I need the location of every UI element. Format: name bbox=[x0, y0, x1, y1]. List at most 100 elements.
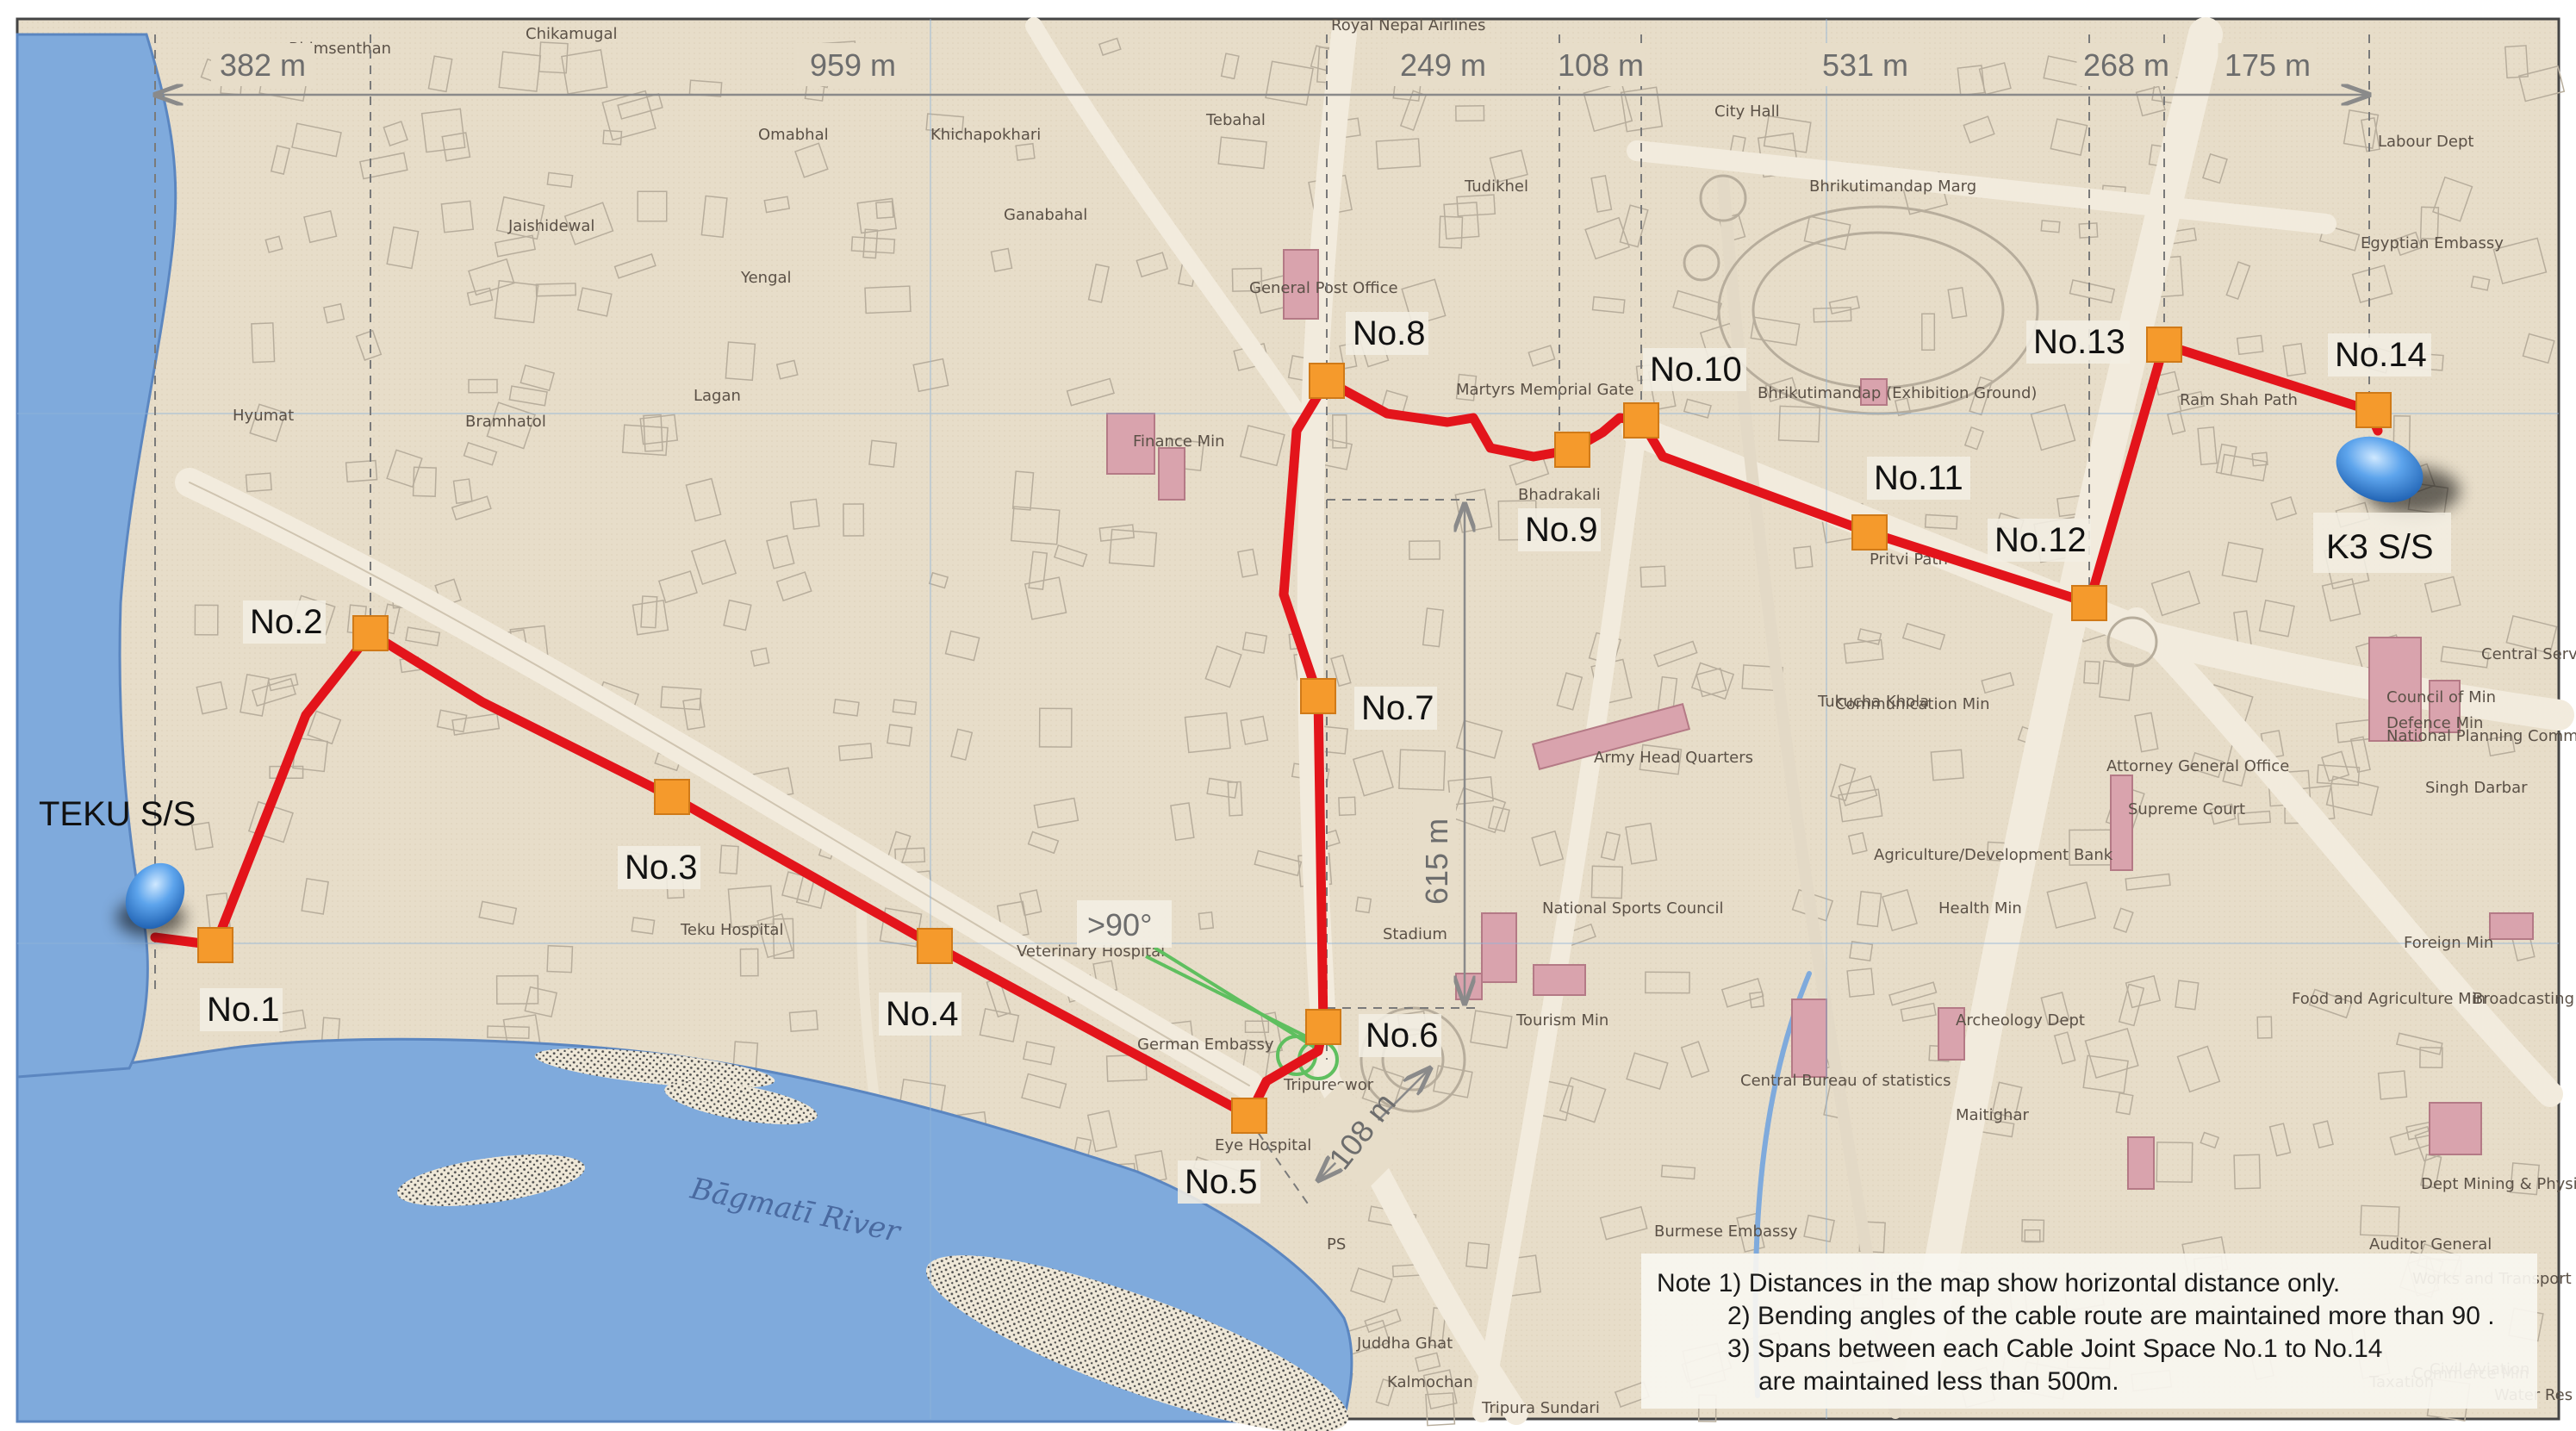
cable-joint-marker bbox=[1305, 1009, 1341, 1045]
city-block bbox=[2419, 1047, 2443, 1069]
distance-label: 531 m bbox=[1822, 47, 1908, 83]
city-block bbox=[2258, 599, 2295, 638]
city-block bbox=[1021, 1073, 1067, 1109]
city-block bbox=[452, 478, 473, 505]
city-block bbox=[196, 681, 228, 715]
city-block bbox=[1619, 204, 1649, 248]
city-block bbox=[1838, 775, 1878, 806]
place-name: Tripura Sundari bbox=[1481, 1399, 1600, 1417]
city-block bbox=[990, 247, 1013, 272]
city-block bbox=[1398, 749, 1447, 791]
city-block bbox=[775, 571, 812, 602]
city-block bbox=[486, 1025, 530, 1040]
city-block bbox=[719, 844, 739, 875]
city-block bbox=[1847, 831, 1868, 855]
cable-joint-label-bg bbox=[1354, 687, 1437, 730]
map-notes: Note 1) Distances in the map show horizo… bbox=[1641, 1254, 2537, 1409]
place-name: Tebahal bbox=[1205, 111, 1266, 129]
cable-joint-marker bbox=[2071, 585, 2107, 621]
grid-lines bbox=[17, 19, 2559, 1419]
city-block bbox=[468, 378, 498, 394]
city-block bbox=[405, 626, 441, 647]
place-name: Burmese Embassy bbox=[1654, 1223, 1798, 1241]
city-block bbox=[1749, 991, 1765, 1009]
place-name: Yengal bbox=[740, 269, 792, 287]
city-block bbox=[2202, 152, 2228, 184]
city-block bbox=[2268, 1123, 2292, 1157]
city-block bbox=[1455, 104, 1485, 122]
cable-joint-label-bg bbox=[618, 846, 700, 889]
city-block bbox=[868, 439, 898, 468]
city-block bbox=[2220, 453, 2268, 482]
city-block bbox=[1509, 453, 1550, 486]
city-block bbox=[763, 196, 791, 214]
distance-label-bg bbox=[1809, 43, 1921, 86]
city-block bbox=[420, 108, 466, 153]
city-block bbox=[685, 477, 722, 522]
city-block bbox=[1438, 215, 1464, 249]
place-name: Stadium bbox=[1383, 925, 1447, 943]
city-block bbox=[2349, 736, 2371, 774]
cable-joint-label: No.9 bbox=[1525, 511, 1598, 549]
city-block bbox=[632, 600, 669, 636]
cable-joint-marker bbox=[1851, 514, 1888, 551]
cable-joint-marker bbox=[197, 927, 233, 963]
cable-joint-label: No.4 bbox=[886, 995, 959, 1033]
city-block bbox=[1591, 296, 1626, 314]
city-block bbox=[725, 341, 756, 382]
city-block bbox=[2282, 342, 2306, 377]
place-name: Dept Mining & Physical Planning bbox=[2421, 1175, 2576, 1193]
city-block bbox=[466, 287, 494, 306]
city-block bbox=[249, 403, 287, 443]
diagonal-dimension: 108 m bbox=[1297, 1068, 1430, 1192]
city-block bbox=[1981, 671, 2015, 694]
city-block bbox=[2115, 1092, 2134, 1116]
city-block bbox=[2504, 45, 2529, 79]
distance-label-bg bbox=[2218, 43, 2318, 86]
city-block bbox=[1425, 1392, 1456, 1427]
cable-joint-label-bg bbox=[1988, 519, 2091, 562]
cable-joint-label: No.11 bbox=[1874, 459, 1963, 497]
city-block bbox=[602, 129, 623, 146]
place-name: Royal Nepal Airlines bbox=[1331, 16, 1485, 34]
city-block bbox=[2040, 220, 2061, 233]
place-name: Juddha Ghat bbox=[1356, 1335, 1453, 1353]
distance-label: 249 m bbox=[1400, 47, 1486, 83]
city-block bbox=[2321, 578, 2361, 622]
place-name: Tudikhel bbox=[1464, 177, 1528, 196]
place-name: Bhrikutimandap Marg bbox=[1809, 177, 1976, 196]
city-block bbox=[1763, 115, 1812, 153]
city-block bbox=[468, 258, 515, 296]
city-block bbox=[1640, 565, 1666, 588]
place-name: Supreme Court bbox=[2128, 800, 2245, 818]
city-block bbox=[1011, 470, 1035, 511]
cable-joint-label: No.12 bbox=[1994, 521, 2087, 559]
city-block bbox=[1098, 37, 1122, 56]
government-buildings bbox=[1106, 249, 2534, 1190]
city-block bbox=[1217, 136, 1267, 170]
city-block bbox=[1028, 551, 1048, 590]
city-block bbox=[2021, 1219, 2045, 1242]
city-block bbox=[240, 674, 270, 717]
note-4: are maintained less than 500m. bbox=[1758, 1367, 2119, 1396]
place-name: Archeology Dept bbox=[1956, 1011, 2085, 1030]
city-block bbox=[190, 821, 214, 851]
place-name: Lagan bbox=[694, 387, 741, 405]
city-block bbox=[1239, 425, 1285, 467]
place-name: Omabhal bbox=[758, 126, 829, 144]
city-block bbox=[524, 986, 558, 1018]
distance-label: 175 m bbox=[2224, 47, 2311, 83]
city-block bbox=[2308, 988, 2353, 1019]
city-block bbox=[1690, 662, 1735, 700]
cable-joint-label-bg bbox=[1867, 457, 1970, 500]
city-block bbox=[1793, 545, 1814, 569]
city-block bbox=[2419, 206, 2440, 240]
cable-joint-marker bbox=[917, 928, 953, 964]
city-block bbox=[2393, 231, 2423, 257]
city-block bbox=[2424, 576, 2461, 613]
city-block bbox=[486, 401, 536, 450]
city-block bbox=[440, 200, 475, 233]
city-block bbox=[1653, 640, 1698, 668]
city-block bbox=[1680, 1041, 1710, 1079]
